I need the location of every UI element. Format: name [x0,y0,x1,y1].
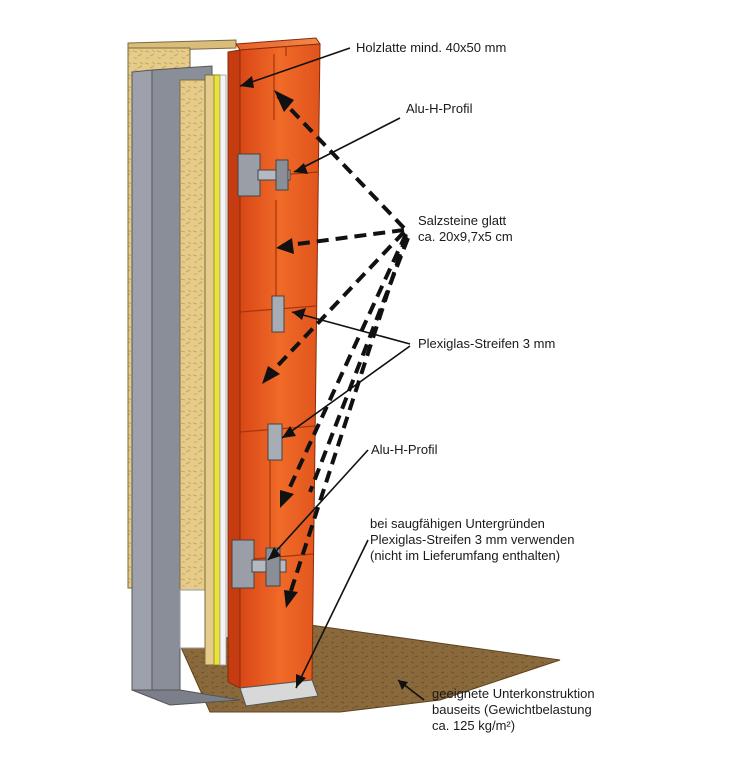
plexi-back [219,74,227,666]
dashed-arrows [264,94,410,601]
label-saugfaehig-line-2: Plexiglas-Streifen 3 mm verwenden [370,532,575,547]
label-salzsteine-line-1: Salzsteine glatt [418,213,507,228]
label-alu-h-profil-bottom: Alu-H-Profil [371,442,438,457]
insulation-strip [213,74,221,666]
alu-h-profile-top [237,153,291,197]
leader-arrowheads [240,76,408,690]
gray-wall-base [131,689,241,706]
label-unterkonstruktion: geeignete Unterkonstruktion bauseits (Ge… [432,686,595,734]
plexiglas-strip-1 [271,295,285,333]
white-gap [179,589,209,649]
label-unterkonstruktion-line-2: bauseits (Gewichtbelastung [432,702,592,717]
label-salzsteine: Salzsteine glatt ca. 20x9,7x5 cm [418,213,513,245]
label-salzsteine-line-2: ca. 20x9,7x5 cm [418,229,513,244]
label-saugfaehig-line-1: bei saugfähigen Untergründen [370,516,545,531]
plexiglas-strip-2 [267,423,283,461]
dashed-arrowheads [262,90,298,608]
bottom-plate [239,679,319,707]
leader-lines [239,47,425,701]
label-alu-h-profil-top: Alu-H-Profil [406,101,473,116]
label-saugfaehig: bei saugfähigen Untergründen Plexiglas-S… [370,516,574,564]
label-holzlatte: Holzlatte mind. 40x50 mm [356,40,507,55]
gray-wall-profile [131,69,153,691]
label-plexiglas: Plexiglas-Streifen 3 mm [418,336,556,351]
salt-column-side [227,49,241,689]
label-saugfaehig-line-3: (nicht im Lieferumfang enthalten) [370,548,561,563]
label-unterkonstruktion-line-3: ca. 125 kg/m²) [432,718,516,733]
label-unterkonstruktion-line-1: geeignete Unterkonstruktion [432,686,595,701]
